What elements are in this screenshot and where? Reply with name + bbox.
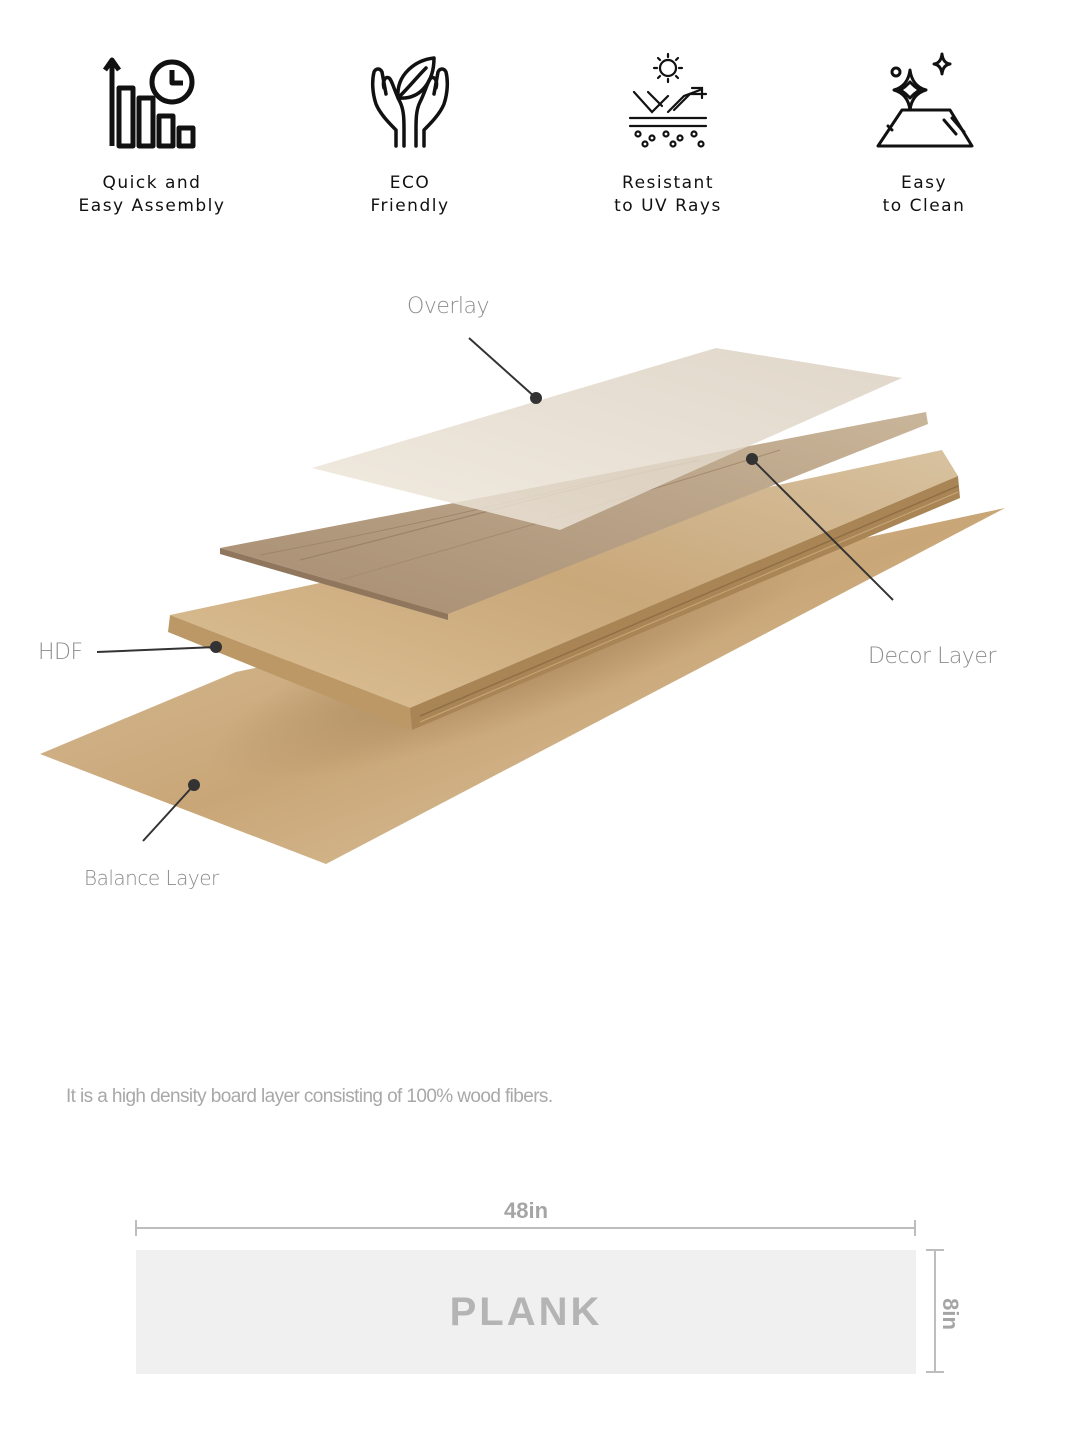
plank-box: PLANK [136, 1250, 916, 1374]
feature-label: Quick and Easy Assembly [32, 172, 272, 218]
feature-label-line2: to UV Rays [614, 196, 722, 216]
feature-quick-assembly: Quick and Easy Assembly [32, 50, 272, 218]
feature-label-line2: Easy Assembly [78, 196, 226, 216]
callout-hdf: HDF [38, 640, 83, 665]
overlay-sheet [312, 348, 902, 530]
layer-diagram: Overlay Decor Layer HDF Balance Layer [0, 270, 1080, 930]
sparkle-surface-icon [876, 52, 974, 148]
callout-decor-layer: Decor Layer [868, 644, 996, 669]
feature-eco-friendly: ECO Friendly [290, 50, 530, 218]
feature-label-line2: Friendly [370, 196, 450, 216]
dimension-lines [135, 1220, 944, 1373]
callout-balance-layer: Balance Layer [84, 866, 219, 890]
feature-label-line1: ECO [389, 173, 431, 193]
plank-dimensions: 48in PLANK 8in [0, 1190, 1080, 1390]
plank-label: PLANK [449, 1289, 603, 1334]
feature-uv-resistant: Resistant to UV Rays [548, 50, 788, 218]
laminate-layers-illustration [40, 337, 1005, 864]
hdf-core-top [170, 450, 958, 708]
hands-leaf-icon [370, 56, 450, 148]
feature-easy-clean: Easy to Clean [804, 50, 1044, 218]
callout-overlay: Overlay [407, 294, 490, 319]
feature-label: Resistant to UV Rays [548, 172, 788, 218]
feature-label-line1: Resistant [622, 173, 714, 193]
feature-label: ECO Friendly [290, 172, 530, 218]
feature-label-line1: Quick and [102, 173, 202, 193]
feature-label-line2: to Clean [882, 196, 966, 216]
feature-label-line1: Easy [900, 173, 948, 193]
sun-uv-shield-icon [628, 52, 708, 148]
width-label: 48in [503, 1198, 549, 1223]
feature-label: Easy to Clean [804, 172, 1044, 218]
hdf-description: It is a high density board layer consist… [66, 1086, 553, 1107]
hdf-core-edge [168, 615, 410, 730]
height-label: 8in [938, 1298, 963, 1330]
assembly-chart-clock-icon [102, 57, 196, 149]
feature-row: Quick and Easy Assembly ECO Friendly [0, 50, 1080, 230]
